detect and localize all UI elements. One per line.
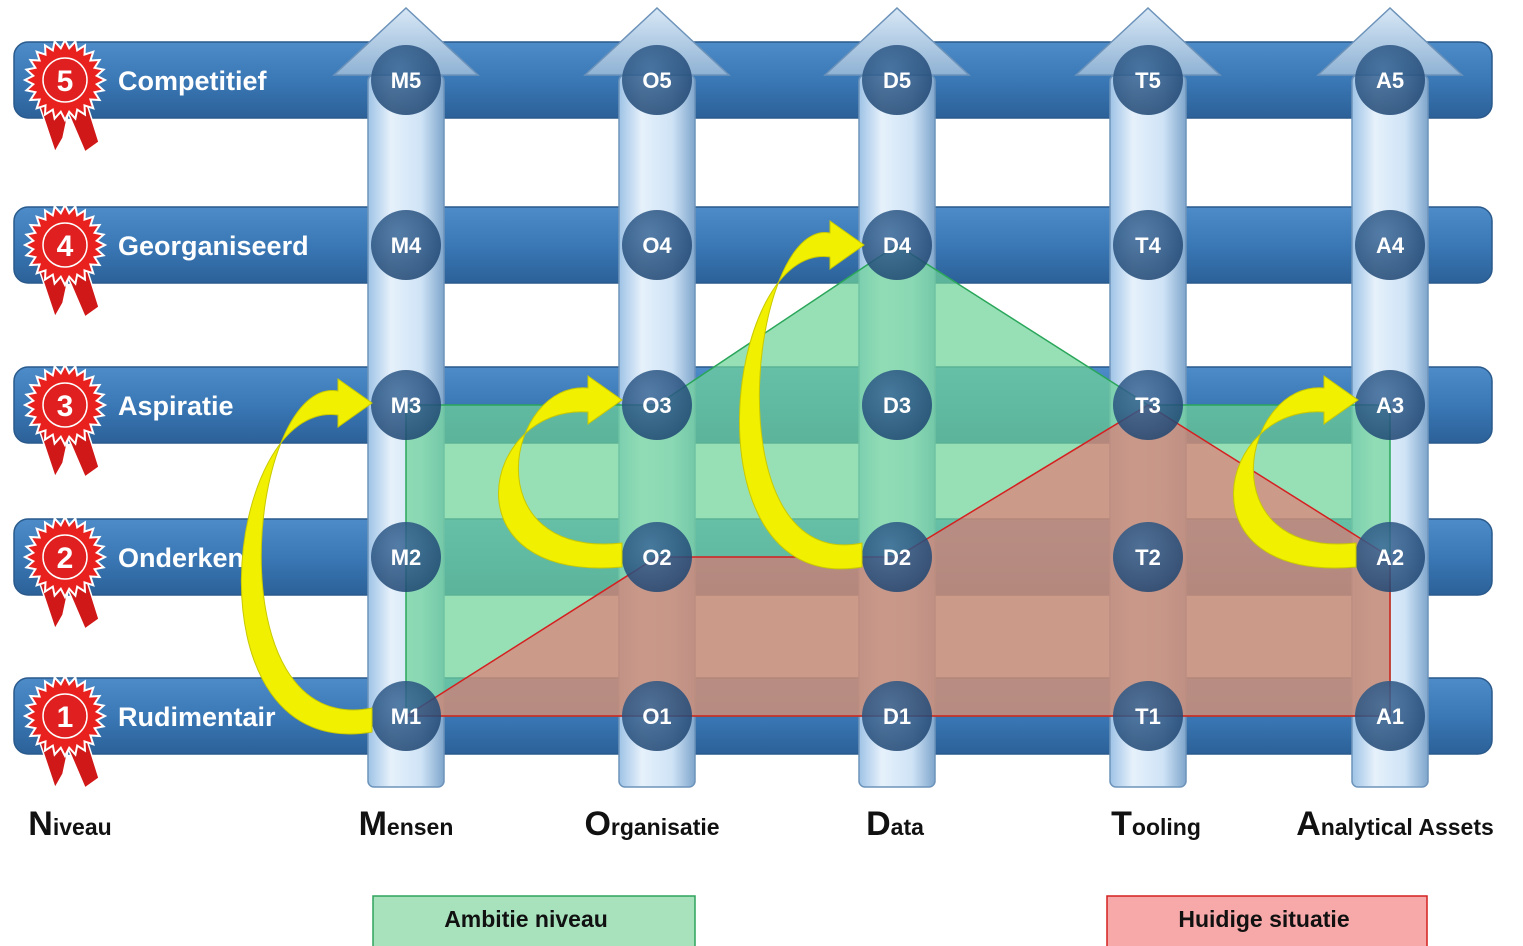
- node-label-t1: T1: [1135, 704, 1161, 729]
- legend-huidige-label: Huidige situatie: [1178, 906, 1349, 932]
- node-label-m1: M1: [391, 704, 422, 729]
- level-badge-5: 5: [22, 37, 108, 154]
- node-t3: T3: [1113, 370, 1183, 440]
- level-badge-1: 1: [22, 673, 108, 790]
- node-d5: D5: [862, 45, 932, 115]
- level-badge-2: 2: [22, 514, 108, 631]
- node-label-a2: A2: [1376, 545, 1404, 570]
- level-badge-number-1: 1: [57, 701, 74, 734]
- node-label-a1: A1: [1376, 704, 1404, 729]
- axis-label-niveau-rest: iveau: [53, 814, 112, 840]
- node-d1: D1: [862, 681, 932, 751]
- node-d2: D2: [862, 522, 932, 592]
- node-label-o5: O5: [642, 68, 671, 93]
- level-label-5: Competitief: [118, 66, 268, 96]
- level-label-3: Aspiratie: [118, 391, 234, 421]
- node-m3: M3: [371, 370, 441, 440]
- node-d4: D4: [862, 210, 932, 280]
- node-label-m2: M2: [391, 545, 422, 570]
- improvement-arrows: [240, 220, 1359, 735]
- node-label-o4: O4: [642, 233, 672, 258]
- improvement-arrow-analytical: [1233, 375, 1359, 569]
- node-label-m5: M5: [391, 68, 422, 93]
- node-o4: O4: [622, 210, 692, 280]
- level-label-4: Georganiseerd: [118, 231, 309, 261]
- axis-label-d: Data: [866, 805, 924, 843]
- axis-label-m-initial: M: [359, 805, 387, 843]
- node-label-a3: A3: [1376, 393, 1404, 418]
- axis-label-m: Mensen: [359, 805, 454, 843]
- axis-label-o: Organisatie: [584, 805, 719, 843]
- axis-label-a: Analytical Assets: [1296, 805, 1494, 843]
- axis-label-niveau-initial: N: [28, 805, 53, 843]
- axis-label-o-initial: O: [584, 805, 610, 843]
- node-m4: M4: [371, 210, 441, 280]
- axis-label-t-initial: T: [1111, 805, 1132, 843]
- legend-huidige-swatch: [1106, 895, 1428, 946]
- node-label-d4: D4: [883, 233, 912, 258]
- axis-label-d-rest: ata: [891, 814, 924, 840]
- node-label-a4: A4: [1376, 233, 1405, 258]
- axis-label-o-rest: rganisatie: [611, 814, 720, 840]
- node-m2: M2: [371, 522, 441, 592]
- level-badge-4: 4: [22, 202, 108, 319]
- level-badge-number-4: 4: [57, 230, 74, 263]
- axis-label-a-rest: nalytical Assets: [1321, 814, 1494, 840]
- axis-label-t-rest: ooling: [1132, 814, 1201, 840]
- level-label-1: Rudimentair: [118, 702, 276, 732]
- node-a5: A5: [1355, 45, 1425, 115]
- axis-label-a-initial: A: [1296, 805, 1321, 843]
- node-d3: D3: [862, 370, 932, 440]
- node-o1: O1: [622, 681, 692, 751]
- node-t5: T5: [1113, 45, 1183, 115]
- node-label-t2: T2: [1135, 545, 1161, 570]
- node-t4: T4: [1113, 210, 1183, 280]
- node-a4: A4: [1355, 210, 1425, 280]
- improvement-arrow-data: [739, 220, 865, 570]
- node-label-t3: T3: [1135, 393, 1161, 418]
- axis-labels: Niveau Mensen Organisatie Data Tooling Analyt…: [28, 805, 1493, 843]
- improvement-arrow-mensen: [240, 378, 373, 735]
- node-label-m3: M3: [391, 393, 422, 418]
- level-badge-number-2: 2: [57, 542, 74, 575]
- node-a2: A2: [1355, 522, 1425, 592]
- node-label-o3: O3: [642, 393, 671, 418]
- node-label-o2: O2: [642, 545, 671, 570]
- axis-label-d-initial: D: [866, 805, 891, 843]
- node-label-d3: D3: [883, 393, 911, 418]
- node-label-a5: A5: [1376, 68, 1404, 93]
- node-label-t4: T4: [1135, 233, 1161, 258]
- level-badge-number-3: 3: [57, 390, 74, 423]
- legend-ambitie-label: Ambitie niveau: [444, 906, 608, 932]
- node-o2: O2: [622, 522, 692, 592]
- level-label-2: Onderkend: [118, 543, 261, 573]
- node-label-o1: O1: [642, 704, 671, 729]
- axis-label-niveau: Niveau: [28, 805, 111, 843]
- node-a1: A1: [1355, 681, 1425, 751]
- legend-ambitie-swatch: [372, 895, 696, 946]
- node-label-d1: D1: [883, 704, 911, 729]
- node-o3: O3: [622, 370, 692, 440]
- node-o5: O5: [622, 45, 692, 115]
- legend: Ambitie niveau Huidige situatie: [372, 895, 1428, 946]
- level-badge-3: 3: [22, 362, 108, 479]
- node-m1: M1: [371, 681, 441, 751]
- node-t2: T2: [1113, 522, 1183, 592]
- node-label-d5: D5: [883, 68, 911, 93]
- node-label-t5: T5: [1135, 68, 1161, 93]
- axis-label-m-rest: ensen: [387, 814, 453, 840]
- node-t1: T1: [1113, 681, 1183, 751]
- node-a3: A3: [1355, 370, 1425, 440]
- node-label-d2: D2: [883, 545, 911, 570]
- axis-label-t: Tooling: [1111, 805, 1201, 843]
- improvement-arrow-organisatie: [498, 375, 623, 569]
- node-m5: M5: [371, 45, 441, 115]
- node-label-m4: M4: [391, 233, 422, 258]
- level-badge-number-5: 5: [57, 65, 74, 98]
- level-badges: 5 4 3 2 1: [22, 37, 108, 790]
